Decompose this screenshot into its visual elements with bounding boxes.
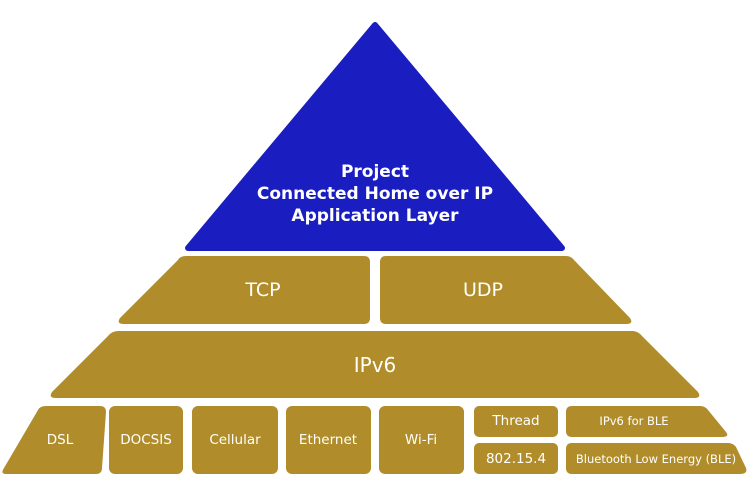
docsis-label: DOCSIS <box>120 432 172 448</box>
application-layer-line-3: Application Layer <box>291 206 459 226</box>
ipv6-for-ble-label: IPv6 for BLE <box>599 414 668 428</box>
udp-label: UDP <box>463 279 503 301</box>
dsl-label: DSL <box>47 432 74 448</box>
docsis-block <box>109 406 183 474</box>
application-layer-line-1: Project <box>341 162 409 182</box>
application-layer-triangle <box>185 22 565 251</box>
ipv6-for-ble-block <box>566 406 728 437</box>
cellular-block <box>192 406 278 474</box>
ethernet-block <box>286 406 371 474</box>
thread-label: Thread <box>491 413 539 429</box>
thread-block <box>474 406 558 437</box>
application-layer-line-2: Connected Home over IP <box>257 184 493 204</box>
ethernet-label: Ethernet <box>299 432 357 448</box>
ieee-802154-label: 802.15.4 <box>486 451 546 467</box>
ieee-802154-block <box>474 443 558 474</box>
ipv6-block <box>50 331 700 398</box>
tcp-block <box>118 256 371 324</box>
udp-block <box>380 256 632 324</box>
tcp-label: TCP <box>244 279 280 301</box>
wifi-block <box>379 406 464 474</box>
ble-block <box>566 443 747 474</box>
ipv6-label: IPv6 <box>354 353 397 377</box>
cellular-label: Cellular <box>209 432 261 448</box>
wifi-label: Wi-Fi <box>405 432 437 448</box>
dsl-block <box>2 406 106 474</box>
ble-label: Bluetooth Low Energy (BLE) <box>576 452 736 466</box>
